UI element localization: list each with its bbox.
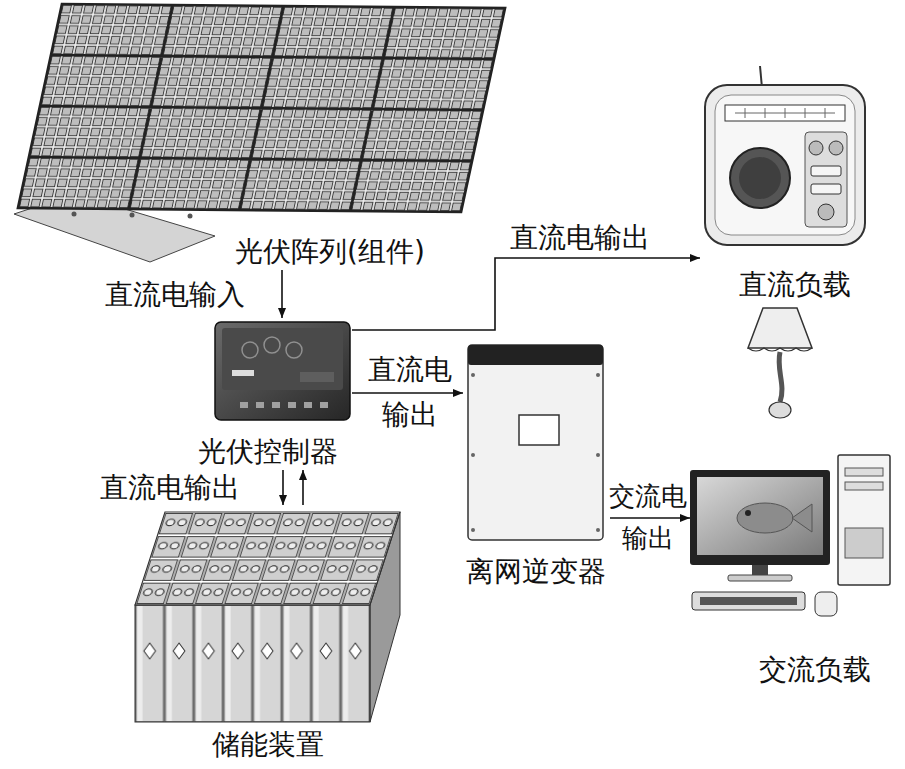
illustration-part bbox=[815, 592, 837, 616]
illustration-part bbox=[596, 373, 600, 377]
connector-arrow bbox=[302, 470, 304, 505]
illustration-part bbox=[135, 512, 400, 605]
illustration-part bbox=[288, 402, 296, 408]
illustration-part bbox=[222, 328, 343, 390]
illustration-part bbox=[725, 105, 845, 121]
illustration-part bbox=[304, 402, 312, 408]
illustration-part bbox=[130, 213, 135, 218]
illustration-part bbox=[739, 157, 781, 199]
component-label: 光伏控制器 bbox=[198, 435, 338, 469]
illustration-part bbox=[748, 348, 812, 351]
illustration-part bbox=[700, 597, 797, 605]
illustration-part bbox=[519, 415, 559, 445]
pv-mounts bbox=[72, 212, 193, 219]
illustration-part bbox=[805, 132, 847, 227]
pv-frame bbox=[18, 4, 505, 212]
connector-arrow bbox=[352, 258, 700, 330]
illustration-part bbox=[728, 575, 792, 581]
illustration-part bbox=[320, 402, 328, 408]
lamp bbox=[748, 308, 812, 418]
illustration-part bbox=[745, 510, 751, 516]
illustration-part bbox=[769, 402, 791, 418]
illustration-part bbox=[286, 342, 302, 358]
illustration-part bbox=[715, 95, 855, 235]
component-label: 光伏阵列(组件) bbox=[235, 235, 425, 269]
component-label: 直流负载 bbox=[739, 268, 851, 302]
illustration-part bbox=[705, 85, 865, 245]
illustration-part bbox=[596, 528, 600, 532]
illustration-part bbox=[818, 204, 834, 220]
illustration-part bbox=[690, 470, 830, 565]
illustration-part bbox=[730, 148, 790, 208]
component-label: 离网逆变器 bbox=[466, 555, 606, 589]
illustration-part bbox=[468, 345, 603, 540]
edge-label: 直流电 输出 bbox=[365, 348, 455, 438]
illustration-part bbox=[596, 453, 600, 457]
pv-array bbox=[18, 4, 505, 212]
illustration-part bbox=[845, 528, 883, 558]
connector-arrow bbox=[281, 270, 283, 318]
connector-arrow bbox=[352, 392, 463, 394]
illustration-part bbox=[811, 184, 841, 194]
solar-array-node: 光伏阵列(组件) bbox=[15, 0, 510, 270]
edge-label: 直流电输出 bbox=[510, 221, 650, 255]
connector-arrow bbox=[610, 517, 690, 519]
illustration-part bbox=[811, 166, 841, 176]
illustration-part bbox=[829, 141, 843, 155]
illustration-part bbox=[256, 402, 264, 408]
edge-label-holder: 直流电 输出 bbox=[365, 348, 455, 438]
illustration-part bbox=[752, 565, 768, 575]
edge-label: 交流电 输出 bbox=[606, 476, 689, 559]
illustration-part bbox=[471, 373, 475, 377]
illustration-part bbox=[468, 345, 603, 365]
pv-controller bbox=[215, 322, 350, 420]
ac-load-node: 交流负载 bbox=[690, 450, 895, 690]
illustration-part bbox=[471, 528, 475, 532]
edge-label-holder: 直流电输出 bbox=[510, 221, 650, 255]
illustration-part bbox=[232, 370, 254, 376]
pv-modules bbox=[18, 4, 505, 212]
inverter bbox=[468, 345, 603, 540]
illustration-part bbox=[735, 108, 835, 118]
illustration-part bbox=[135, 605, 370, 722]
illustration-part bbox=[242, 342, 258, 358]
illustration-part bbox=[838, 455, 890, 585]
battery-node: 储能装置 bbox=[130, 505, 405, 767]
inverter-node: 离网逆变器 bbox=[463, 340, 610, 590]
illustration-part bbox=[845, 468, 883, 476]
illustration-part bbox=[300, 372, 334, 382]
illustration-part bbox=[240, 402, 248, 408]
illustration-part bbox=[272, 402, 280, 408]
illustration-part bbox=[809, 141, 823, 155]
edge-label: 直流电输入 bbox=[105, 278, 245, 312]
illustration-part bbox=[845, 482, 883, 490]
illustration-part bbox=[697, 477, 823, 555]
illustration-part bbox=[188, 214, 193, 219]
computer bbox=[690, 455, 890, 616]
component-label: 交流负载 bbox=[759, 653, 871, 687]
battery-bank bbox=[135, 512, 400, 722]
illustration-part bbox=[215, 322, 350, 420]
illustration-part bbox=[264, 337, 280, 353]
component-label: 储能装置 bbox=[212, 728, 324, 762]
controller-node: 光伏控制器 bbox=[190, 318, 352, 470]
illustration-part bbox=[737, 503, 793, 533]
illustration-part bbox=[692, 592, 805, 610]
illustration-part bbox=[72, 212, 77, 217]
dc-load-node: 直流负载 bbox=[700, 65, 875, 425]
connector-arrow bbox=[282, 470, 284, 505]
edge-label-holder: 直流电输入 bbox=[105, 278, 245, 312]
illustration-part bbox=[748, 308, 812, 348]
edge-label: 直流电输出 bbox=[100, 471, 240, 505]
radio bbox=[705, 66, 865, 245]
illustration-part bbox=[779, 352, 782, 402]
illustration-part bbox=[792, 504, 812, 532]
illustration-part bbox=[135, 512, 400, 605]
edge-label-holder: 直流电输出 bbox=[100, 471, 240, 505]
illustration-part bbox=[471, 453, 475, 457]
edge-label-holder: 交流电 输出 bbox=[606, 476, 689, 559]
